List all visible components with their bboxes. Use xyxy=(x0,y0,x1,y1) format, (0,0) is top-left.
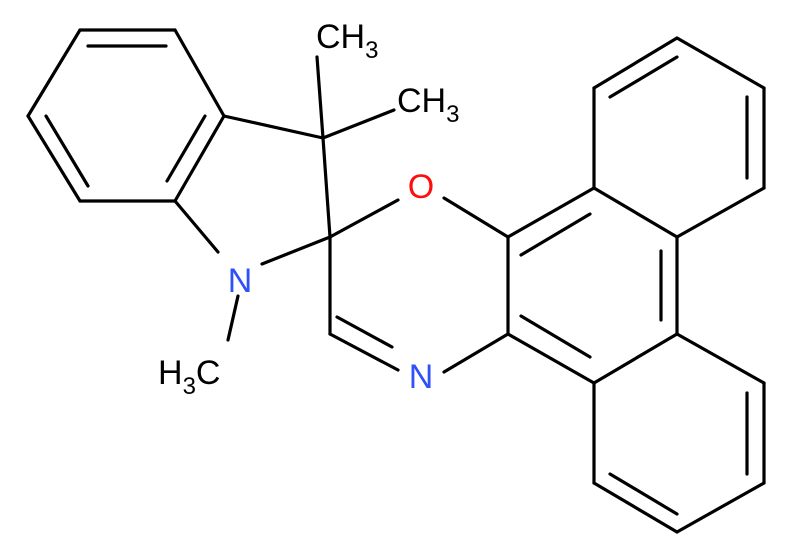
bond xyxy=(592,332,679,385)
bond xyxy=(321,136,332,239)
methyl-label-text: H xyxy=(158,354,183,392)
methyl-label-text: CH xyxy=(316,18,365,56)
indoline-nitrogen-label: N xyxy=(228,262,253,300)
bond xyxy=(44,114,90,188)
bond xyxy=(173,114,226,203)
methyl-label-text: CH xyxy=(397,82,446,120)
methyl-bonds xyxy=(226,55,396,342)
bond xyxy=(506,186,596,239)
methyl-label-subscript: 3 xyxy=(365,37,378,64)
phenanthrene-upper-ring xyxy=(592,36,766,239)
methyl-label-subscript: 3 xyxy=(446,101,459,128)
bond xyxy=(675,36,766,90)
oxygen-atom-label: O xyxy=(408,168,434,206)
bond xyxy=(608,55,679,99)
indoline-five-ring xyxy=(173,114,332,266)
methyl-label-n: H3C xyxy=(158,354,220,400)
bond xyxy=(26,28,82,118)
bond xyxy=(675,332,766,385)
bond xyxy=(173,28,226,118)
phenanthrene-lower-ring xyxy=(592,332,766,534)
bond xyxy=(675,186,766,239)
methyl-label-right: CH3 xyxy=(397,82,459,128)
bond xyxy=(608,472,679,516)
bond xyxy=(442,196,510,239)
methyl-label-text: C xyxy=(196,354,221,392)
bond xyxy=(260,235,332,266)
bond xyxy=(519,314,592,359)
bond xyxy=(315,55,325,140)
bond xyxy=(328,198,400,239)
oxazine-ring xyxy=(328,196,510,374)
methyl-label-top: CH3 xyxy=(316,18,378,64)
bond xyxy=(321,108,396,140)
bond xyxy=(592,36,679,90)
bond xyxy=(442,332,510,374)
bond xyxy=(328,332,400,372)
bond xyxy=(226,294,240,342)
nitrogen-atom-label: N xyxy=(409,358,434,396)
bond xyxy=(222,114,325,140)
bond xyxy=(592,481,679,534)
indoline-benzene-ring xyxy=(26,28,226,203)
bond xyxy=(173,199,220,254)
phenanthrene-central-ring xyxy=(506,186,679,385)
bond xyxy=(675,481,766,534)
bond xyxy=(335,315,394,349)
methyl-label-subscript: 3 xyxy=(183,373,196,400)
bond xyxy=(506,332,596,385)
bond xyxy=(165,114,207,183)
bond xyxy=(26,114,82,203)
bond xyxy=(519,212,592,257)
bond xyxy=(592,186,679,239)
